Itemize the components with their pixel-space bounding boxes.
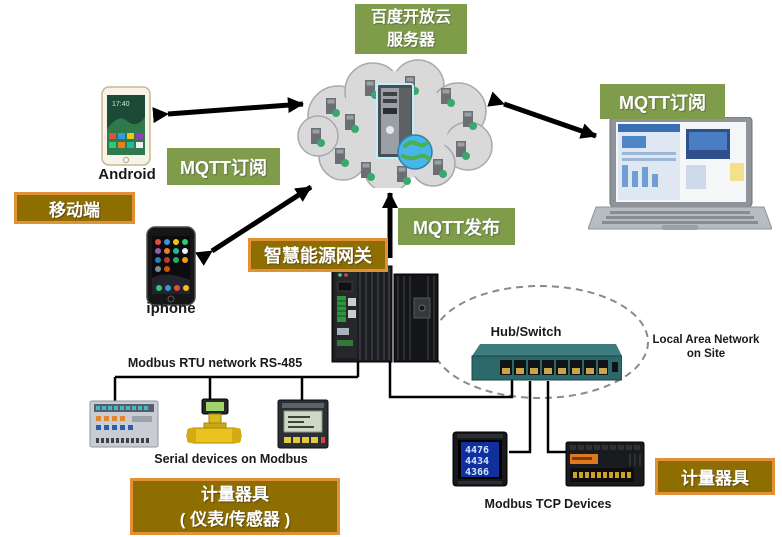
metering-label-line1: 计量器具 (201, 484, 269, 504)
meter-row-1: 4476 (465, 445, 489, 456)
cloud-title-line1: 百度开放云 (370, 9, 451, 26)
lan-caption: Local Area Network on Site (633, 333, 779, 361)
iphone-caption: iphone (146, 300, 196, 317)
panel-meter-image (277, 399, 329, 449)
plc-module-image (89, 400, 159, 448)
iphone-image (146, 226, 196, 306)
lan-caption-line1: Local Area Network (652, 334, 760, 346)
main-server-icon (376, 83, 433, 170)
hub-switch-image (471, 344, 622, 381)
arrow-cloud-iphone (195, 184, 313, 266)
meter-row-2: 4434 (465, 456, 489, 467)
io-module-image (565, 441, 645, 487)
switch-tcp-lines (509, 381, 566, 454)
cloud-title-line2: 服务器 (386, 32, 435, 49)
lan-ellipse (431, 285, 649, 399)
mqtt-subscribe-right-label: MQTT订阅 (600, 84, 725, 119)
flow-meter-image (186, 398, 242, 444)
rs485-bus-line (113, 360, 360, 401)
gateway-label: 智慧能源网关 (248, 238, 388, 272)
arrow-cloud-android (152, 97, 304, 124)
serial-devices-caption: Serial devices on Modbus (154, 452, 308, 466)
lan-caption-line2: on Site (686, 348, 726, 360)
modbus-rtu-caption: Modbus RTU network RS-485 (127, 356, 303, 370)
metering-label-line2: ( 仪表/传感器 ) (179, 509, 291, 529)
cloud-servers-illustration (297, 59, 493, 188)
mqtt-subscribe-left-label: MQTT订阅 (167, 148, 280, 185)
mqtt-publish-label: MQTT发布 (398, 208, 515, 245)
cloud-title-label: 百度开放云 服务器 (355, 4, 467, 54)
hub-switch-caption: Hub/Switch (490, 324, 562, 339)
meter-row-3: 4366 (465, 467, 489, 478)
android-caption: Android (98, 166, 156, 183)
gateway-device-image (331, 265, 439, 363)
metering-instruments-right-label: 计量器具 (655, 458, 775, 495)
modbus-tcp-caption: Modbus TCP Devices (484, 497, 612, 511)
laptop-image (588, 117, 772, 230)
gateway-switch-line (388, 362, 514, 399)
svg-text:17:40: 17:40 (112, 101, 130, 108)
arrow-cloud-laptop (487, 91, 597, 139)
metering-instruments-label: 计量器具 ( 仪表/传感器 ) (130, 478, 340, 535)
mobile-group-label: 移动端 (14, 192, 135, 224)
power-meter-lcd-image: 4476 4434 4366 (452, 431, 508, 487)
android-phone-image: 17:40 (101, 86, 151, 166)
